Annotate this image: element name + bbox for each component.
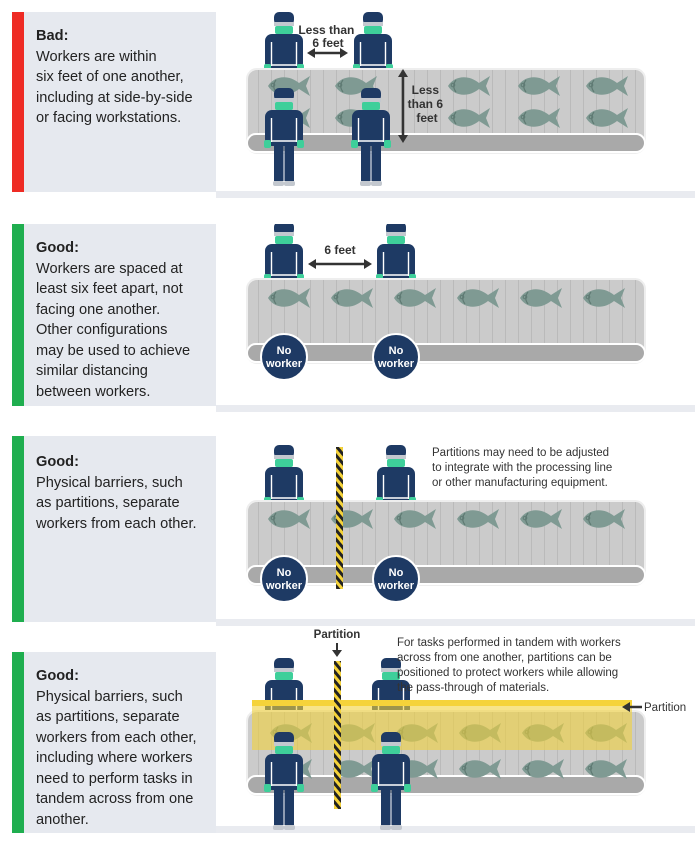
- description-line: as partitions, separate: [36, 495, 180, 511]
- note-text: For tasks performed in tandem with worke…: [397, 637, 624, 694]
- label-text: feet: [416, 111, 437, 125]
- status-bar-good: [12, 652, 24, 833]
- divider: [216, 191, 695, 198]
- description-line: Physical barriers, such: [36, 474, 183, 491]
- description-line: another.: [36, 811, 89, 828]
- description-line: six feet of one another,: [36, 69, 184, 85]
- label-text: the pass-through of materials.: [397, 682, 549, 694]
- label-text: than 6: [408, 97, 444, 111]
- description-line: facing one another.: [36, 301, 161, 318]
- distance-label: Less than 6 feet: [298, 23, 357, 50]
- label-text: No: [277, 345, 292, 357]
- description-box: Good: Physical barriers, such as partiti…: [24, 436, 216, 622]
- partition-pole: [336, 447, 343, 589]
- description-line: need to perform tasks in: [36, 770, 193, 787]
- double-arrow-horizontal-icon: [308, 259, 372, 269]
- label-text: to integrate with the processing line: [432, 462, 612, 474]
- divider: [216, 826, 695, 833]
- horizontal-partition: [252, 700, 632, 750]
- description-line: similar distancing: [36, 363, 148, 379]
- note-text: Partitions may need to be adjusted to in…: [432, 447, 615, 489]
- description-line: Workers are within: [36, 48, 157, 65]
- description-box: Good: Physical barriers, such as partiti…: [24, 652, 216, 833]
- description-line: tandem across from one: [36, 791, 194, 807]
- description-line: including at side-by-side: [36, 89, 193, 106]
- panel-good-spacing: Good: Workers are spaced at least six fe…: [0, 224, 695, 412]
- label-text: across from one another, partitions can …: [397, 652, 612, 664]
- distance-label: 6 feet: [324, 243, 355, 257]
- panel-good-partitions: Good: Physical barriers, such as partiti…: [0, 436, 695, 626]
- double-arrow-horizontal-icon: [307, 48, 348, 58]
- description-line: Other configurations: [36, 322, 168, 338]
- label-text: 6 feet: [312, 36, 343, 50]
- heading: Good:: [36, 668, 79, 684]
- description-line: including where workers: [36, 750, 193, 766]
- status-bar-bad: [12, 12, 24, 192]
- divider: [216, 619, 695, 626]
- description-line: or facing workstations.: [36, 110, 182, 126]
- panel-bad-close-workers: Bad: Workers are within six feet of one …: [0, 12, 695, 198]
- label-text: No: [277, 567, 292, 579]
- description-line: workers from each other,: [36, 729, 197, 746]
- partition-pole: [334, 661, 341, 809]
- partition-label: Partition: [644, 702, 686, 714]
- label-text: Less: [412, 83, 440, 97]
- arrow-down-icon: [332, 643, 342, 657]
- label-text: positioned to protect workers while allo…: [397, 667, 618, 679]
- double-arrow-vertical-icon: [398, 69, 408, 143]
- description-box: Bad: Workers are within six feet of one …: [24, 12, 216, 192]
- heading: Bad:: [36, 28, 69, 44]
- panel-good-tandem-partitions: Good: Physical barriers, such as partiti…: [0, 626, 695, 841]
- description-line: as partitions, separate: [36, 709, 180, 725]
- label-text: Less than: [298, 23, 354, 37]
- label-text: No: [389, 345, 404, 357]
- status-bar-good: [12, 436, 24, 622]
- status-bar-good: [12, 224, 24, 406]
- label-text: No: [389, 567, 404, 579]
- distance-label: Less than 6 feet: [408, 83, 447, 125]
- label-text: or other manufacturing equipment.: [432, 477, 608, 489]
- arrow-left-icon: [622, 702, 642, 712]
- illustration: Partition Partition For tasks performed …: [246, 629, 686, 831]
- description-line: Physical barriers, such: [36, 688, 183, 705]
- description-line: least six feet apart, not: [36, 281, 183, 297]
- illustration: Less than 6 feet Less than 6 feet: [246, 12, 646, 187]
- description-box: Good: Workers are spaced at least six fe…: [24, 224, 216, 406]
- heading: Good:: [36, 240, 79, 256]
- label-text: worker: [265, 580, 303, 592]
- description-line: workers from each other.: [36, 515, 197, 532]
- label-text: Partitions may need to be adjusted: [432, 447, 609, 459]
- label-text: worker: [377, 580, 415, 592]
- description-line: between workers.: [36, 383, 151, 400]
- description-line: Workers are spaced at: [36, 260, 183, 277]
- partition-label: Partition: [314, 629, 361, 641]
- label-text: worker: [265, 358, 303, 370]
- description-line: may be used to achieve: [36, 342, 191, 359]
- divider: [216, 405, 695, 412]
- label-text: For tasks performed in tandem with worke…: [397, 637, 621, 649]
- label-text: worker: [377, 358, 415, 370]
- heading: Good:: [36, 454, 79, 470]
